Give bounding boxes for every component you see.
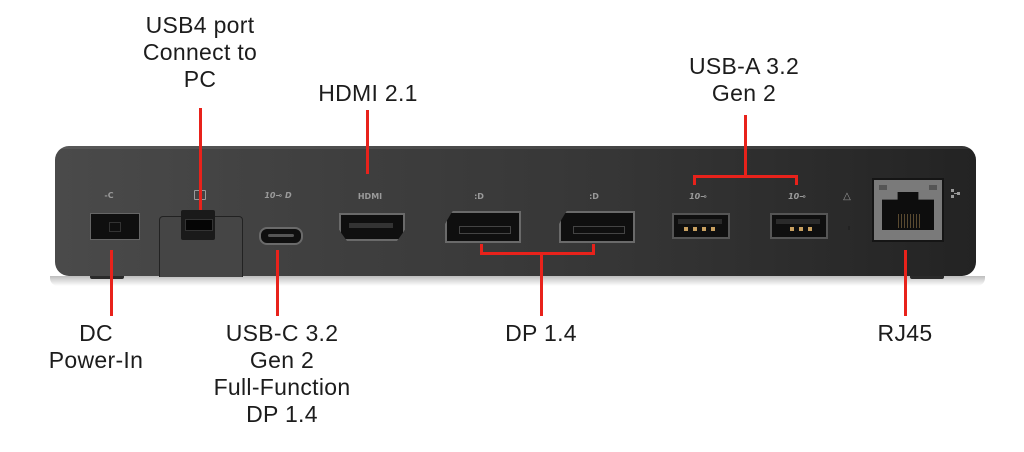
- usb4-leader-line: [199, 108, 202, 210]
- label-line: PC: [183, 66, 217, 92]
- label-line: USB-C 3.2: [225, 320, 339, 346]
- label-line: Power-In: [48, 347, 144, 373]
- usb4-port[interactable]: [181, 210, 215, 240]
- usb-c-speed-icon: 10⊸ D: [264, 191, 292, 200]
- usb4-port-label: USB4 port Connect to PC: [143, 12, 257, 93]
- usb-a-pins: [684, 227, 718, 231]
- rj45-contacts: [898, 214, 920, 228]
- hdmi-label: HDMI 2.1: [318, 80, 418, 107]
- dp-bracket-right: [592, 244, 595, 254]
- dp-tongue: [573, 226, 625, 234]
- usb-a-label: USB-A 3.2 Gen 2: [689, 53, 799, 107]
- label-line: Gen 2: [249, 347, 315, 373]
- label-line: Connect to: [142, 39, 258, 65]
- usb-a-bracket-left: [693, 175, 696, 185]
- network-icon: [950, 188, 962, 200]
- dp-bracket: [480, 252, 595, 255]
- rj45-led-right: [929, 185, 937, 190]
- usb4-port-opening: [185, 219, 213, 231]
- usb-a-bracket-right: [795, 175, 798, 185]
- usb-c-port[interactable]: [259, 227, 303, 245]
- displayport-icon: :D: [474, 192, 484, 201]
- rj45-leader-line: [904, 250, 907, 316]
- displayport-2[interactable]: [559, 211, 635, 243]
- dc-power-icon: -C: [104, 191, 114, 200]
- dp-tongue: [459, 226, 511, 234]
- label-line: Full-Function: [213, 374, 351, 400]
- usb-a-speed-icon: 10⊸: [689, 192, 707, 201]
- usb-c-tongue: [268, 234, 294, 237]
- usb-c-label: USB-C 3.2 Gen 2 Full-Function DP 1.4: [214, 320, 351, 428]
- label-line: USB4 port: [145, 12, 255, 38]
- usb-a-port-2[interactable]: [770, 213, 828, 239]
- dc-power-in-port[interactable]: [90, 213, 140, 240]
- dc-power-in-label: DC Power-In: [49, 320, 143, 374]
- usb-c-leader-line: [276, 250, 279, 316]
- dc-leader-line: [110, 250, 113, 316]
- dp-leader-line: [540, 252, 543, 316]
- rj45-label: RJ45: [878, 320, 933, 347]
- label-line: Gen 2: [711, 80, 777, 106]
- dc-pin: [109, 222, 121, 232]
- usb-a-pins: [790, 227, 816, 231]
- usb-a-port-1[interactable]: [672, 213, 730, 239]
- label-line: HDMI 2.1: [318, 80, 418, 106]
- label-line: DC: [79, 320, 113, 346]
- dock-shadow: [50, 276, 985, 286]
- label-line: RJ45: [877, 320, 933, 346]
- rj45-opening: [882, 192, 934, 230]
- usb-a-leader-line: [744, 115, 747, 177]
- hdmi-tongue: [349, 223, 393, 228]
- hdmi-leader-line: [366, 110, 369, 174]
- usb-a-tongue: [678, 219, 722, 224]
- label-line: USB-A 3.2: [688, 53, 800, 79]
- usb-a-speed-icon: 10⊸: [788, 192, 806, 201]
- displayport-1[interactable]: [445, 211, 521, 243]
- rj45-led-left: [879, 185, 887, 190]
- power-button-icon: △: [843, 191, 851, 202]
- hdmi-icon: HDMI: [357, 192, 383, 201]
- usb-a-tongue: [776, 219, 820, 224]
- label-line: DP 1.4: [246, 401, 318, 427]
- displayport-icon: :D: [589, 192, 599, 201]
- label-line: DP 1.4: [505, 320, 577, 346]
- status-led: [848, 226, 850, 230]
- dp-label: DP 1.4: [505, 320, 577, 347]
- hdmi-port[interactable]: [339, 213, 405, 241]
- dp-bracket-left: [480, 244, 483, 254]
- usb-a-bracket: [693, 175, 798, 178]
- rj45-port[interactable]: [872, 178, 944, 242]
